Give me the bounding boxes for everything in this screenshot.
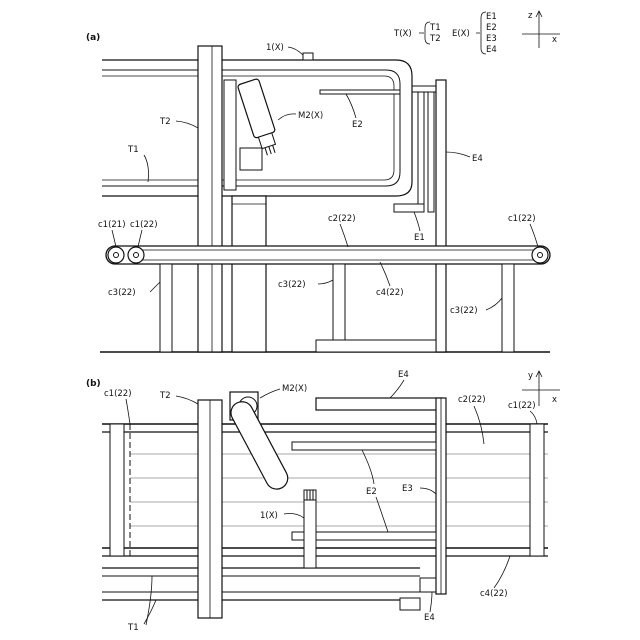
- base-block-a: [316, 340, 436, 352]
- label-a-t1: T1: [127, 145, 139, 155]
- panel-b-label: (b): [86, 379, 101, 389]
- label-a-c1-21: c1(21): [98, 220, 126, 230]
- label-b-e4-bottom: E4: [424, 613, 435, 623]
- axis-a-vertical-label: z: [528, 11, 533, 21]
- conveyor-leg-mid-a: [333, 264, 345, 352]
- label-a-c1-22-right: c1(22): [508, 214, 536, 224]
- conveyor-leg-right-a: [502, 264, 514, 352]
- label-a-e4: E4: [472, 154, 483, 164]
- conveyor-belt-a: [106, 246, 550, 264]
- panel-a-label: (a): [86, 33, 100, 43]
- label-a-c2: c2(22): [328, 214, 356, 224]
- e1-post-a: [418, 92, 424, 212]
- label-a-robot: 1(X): [266, 43, 284, 53]
- legend: T(X) T1 T2 E(X) E1 E2 E3 E4: [393, 12, 497, 55]
- label-b-c2: c2(22): [458, 395, 486, 405]
- legend-e-group: E(X): [452, 29, 470, 39]
- conveyor-leg-left-a: [160, 264, 172, 352]
- label-b-motor: M2(X): [282, 384, 307, 394]
- label-a-t2: T2: [159, 117, 171, 127]
- legend-e4: E4: [486, 45, 497, 55]
- label-a-motor: M2(X): [298, 111, 323, 121]
- e1-foot-a: [394, 204, 424, 212]
- label-a-e1: E1: [414, 233, 425, 243]
- robot-body-a: [232, 196, 266, 352]
- legend-e1: E1: [486, 12, 497, 22]
- label-a-c4: c4(22): [376, 288, 404, 298]
- legend-t1: T1: [429, 23, 441, 33]
- label-b-e3: E3: [402, 484, 413, 494]
- axis-indicator-a: z x: [522, 11, 560, 48]
- label-a-c1-22-left: c1(22): [130, 220, 158, 230]
- legend-e2: E2: [486, 23, 497, 33]
- t2-column-a: [198, 46, 222, 352]
- roller-c1-right-b: [530, 424, 544, 556]
- roller-c1-left-b: [110, 424, 124, 556]
- robot-1x-b: [304, 498, 316, 568]
- label-b-c4: c4(22): [480, 589, 508, 599]
- label-a-e2: E2: [352, 120, 363, 130]
- axis-b-vertical-label: y: [528, 371, 533, 381]
- axis-a-horizontal-label: x: [552, 35, 557, 45]
- label-b-e2: E2: [366, 487, 377, 497]
- label-b-robot: 1(X): [260, 511, 278, 521]
- label-b-e4-top: E4: [398, 370, 409, 380]
- legend-e-brace: [476, 12, 486, 54]
- label-a-c3-left: c3(22): [108, 288, 136, 298]
- legend-t-brace: [419, 22, 430, 44]
- motor-m2x-a: [237, 78, 281, 157]
- label-b-t2: T2: [159, 391, 171, 401]
- legend-t2: T2: [429, 34, 441, 44]
- label-b-t1: T1: [127, 623, 139, 633]
- axis-b-horizontal-label: x: [552, 395, 557, 405]
- label-a-c3-right: c3(22): [450, 306, 478, 316]
- e4-column-a: [436, 80, 446, 352]
- legend-t-group: T(X): [393, 29, 412, 39]
- e2-rail-a: [320, 90, 400, 94]
- label-b-c1-left: c1(22): [104, 389, 132, 399]
- legend-e3: E3: [486, 34, 497, 44]
- e2-rail-upper-b: [292, 442, 436, 450]
- motor-arm-b: [227, 398, 291, 493]
- label-a-c3-mid: c3(22): [278, 280, 306, 290]
- label-b-c1-right: c1(22): [508, 401, 536, 411]
- robot-1x-top-a: [303, 53, 313, 60]
- e4-bar-top-b: [316, 398, 442, 410]
- panel-a-drawing: [100, 46, 550, 352]
